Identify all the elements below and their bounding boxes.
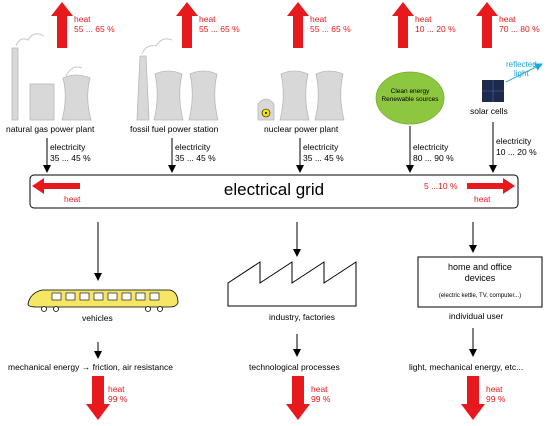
vehicles-heat-pct: 99 % (108, 394, 128, 404)
fossil-heat-range: 55 ... 65 % (199, 24, 240, 34)
nuclear-heat-range: 55 ... 65 % (310, 24, 351, 34)
clean-energy-line1: Clean energy (390, 88, 430, 95)
solar-elec-range: 10 ... 20 % (496, 147, 537, 157)
reflected-light-text: reflected light (506, 60, 537, 78)
solar-heat-range: 70 ... 80 % (499, 24, 540, 34)
vehicles-heat-label: heat (108, 384, 125, 394)
grid-heat-right-label: heat (474, 194, 491, 204)
grid-heat-left-label: heat (64, 194, 81, 204)
clean-elec-range: 80 ... 90 % (413, 153, 454, 163)
fossil-elec-range: 35 ... 45 % (175, 153, 216, 163)
solar-cells-label: solar cells (470, 106, 508, 116)
home-devices-box (417, 256, 543, 308)
nuclear-elec-range: 35 ... 45 % (303, 153, 344, 163)
home-heat-label: heat (486, 384, 503, 394)
reflected-line1: reflected (506, 60, 537, 69)
nuclear-plant-icon (257, 70, 345, 121)
industry-heat-pct: 99 % (311, 394, 331, 404)
vehicles-process-text: mechanical energy (8, 362, 80, 372)
nuclear-plant-label: nuclear power plant (264, 124, 339, 134)
natural-gas-heat-range: 55 ... 65 % (74, 24, 115, 34)
fossil-heat-label: heat (199, 14, 216, 24)
fossil-station-label: fossil fuel power station (130, 124, 219, 134)
electrical-grid-box (29, 174, 519, 209)
solar-cell-icon (482, 80, 504, 102)
industry-label: industry, factories (269, 312, 335, 322)
heat-arrow-natural-gas (51, 2, 73, 48)
natural-gas-plant-icon (11, 33, 92, 121)
heat-arrow-solar (476, 2, 498, 48)
clean-heat-range: 10 ... 20 % (415, 24, 456, 34)
clean-energy-ellipse (375, 71, 445, 125)
clean-elec-label: electricity (413, 142, 449, 152)
heat-arrow-fossil (176, 2, 198, 48)
electrical-grid-title: electrical grid (223, 180, 325, 199)
vehicles-label: vehicles (82, 313, 113, 323)
individual-user-label: individual user (449, 311, 504, 321)
fossil-power-station-icon (136, 38, 219, 121)
heat-arrow-vehicles (86, 376, 110, 420)
reflected-light-arrow (505, 63, 543, 83)
industry-heat-label: heat (311, 384, 328, 394)
natural-gas-heat-label: heat (74, 14, 91, 24)
clean-energy-text: Clean energy Renewable sources (376, 88, 444, 104)
clean-heat-label: heat (415, 14, 432, 24)
heat-arrow-home (461, 376, 485, 420)
solar-elec-label: electricity (496, 136, 532, 146)
home-box-title-line2: devices (464, 273, 496, 283)
grid-heat-arrow-left (32, 178, 80, 194)
natural-gas-plant-label: natural gas power plant (6, 124, 95, 134)
vehicles-process-arrow: → (81, 362, 91, 372)
heat-arrow-nuclear (287, 2, 309, 48)
home-box-subtitle: (electric kettle, TV, computer...) (438, 293, 522, 299)
natural-gas-elec-range: 35 ... 45 % (50, 153, 91, 163)
home-process-label: light, mechanical energy, etc... (409, 362, 524, 372)
industry-process-label: technological processes (249, 362, 340, 372)
solar-heat-label: heat (499, 14, 516, 24)
vehicles-process-tail: friction, air resistance (92, 362, 173, 372)
home-box-title-line1: home and office (448, 262, 512, 272)
nuclear-elec-label: electricity (303, 142, 339, 152)
vehicles-process-label: mechanical energy → friction, air resist… (8, 362, 173, 372)
clean-energy-line2: Renewable sources (381, 96, 439, 103)
nuclear-heat-label: heat (310, 14, 327, 24)
fossil-elec-label: electricity (175, 142, 211, 152)
grid-loss-label: 5 ...10 % (424, 181, 458, 191)
grid-heat-arrow-right (467, 178, 515, 194)
factory-icon (227, 261, 357, 307)
natural-gas-elec-label: electricity (50, 142, 86, 152)
heat-arrow-industry (286, 376, 310, 420)
heat-arrow-clean (392, 2, 414, 48)
reflected-line2: light (514, 69, 529, 78)
home-box-title: home and office devices (418, 262, 542, 284)
home-heat-pct: 99 % (486, 394, 506, 404)
train-icon (27, 289, 179, 312)
